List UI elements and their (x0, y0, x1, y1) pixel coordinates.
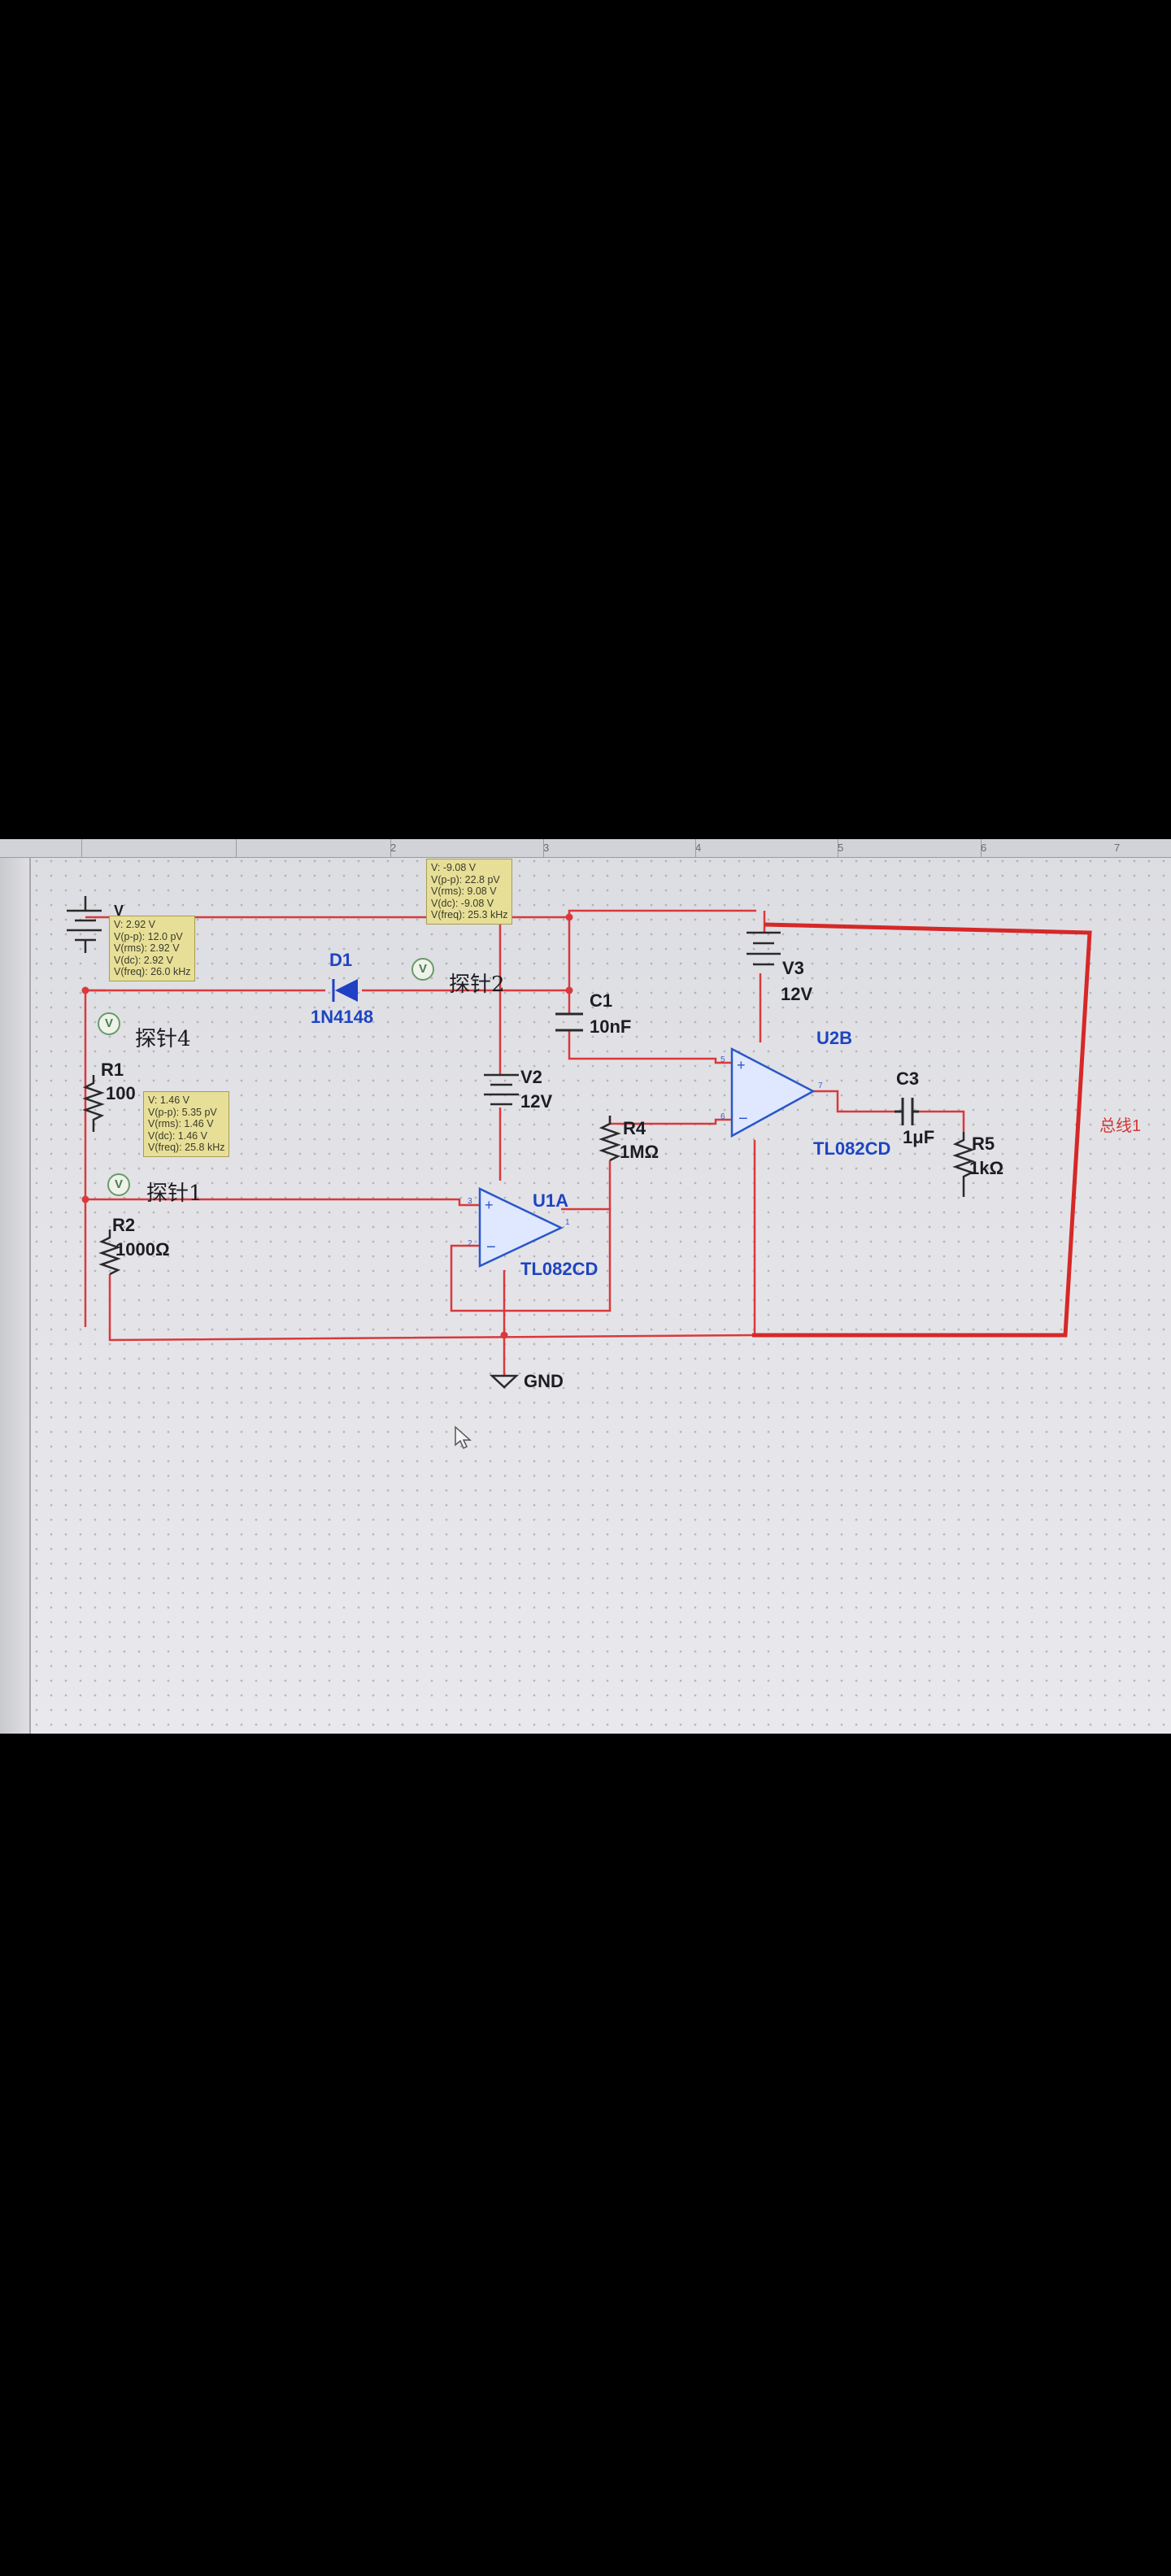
svg-text:+: + (485, 1197, 494, 1213)
battery-v2[interactable] (484, 1073, 519, 1106)
probe-readout-line: V(p-p): 12.0 pV (114, 930, 183, 942)
probe-readout-line: V(freq): 25.8 kHz (148, 1142, 225, 1153)
pin-number: 7 (818, 1081, 823, 1090)
junction-dots (81, 913, 573, 1339)
probe4-label: 探针4 (135, 1027, 191, 1051)
wire-c3-to-r5[interactable] (919, 1110, 965, 1132)
r5-value: 1kΩ (969, 1158, 1004, 1178)
probe-readout-line: V(dc): 1.46 V (148, 1129, 207, 1142)
probe-readout-line: V(dc): -9.08 V (431, 897, 494, 909)
resistor-r1[interactable] (82, 1075, 105, 1132)
ruler-number: 7 (1114, 842, 1121, 854)
ruler-tick (543, 839, 544, 857)
probe-readout-line: V: 2.92 V (114, 919, 155, 930)
probe-readout-line: V: -9.08 V (431, 862, 477, 873)
probe-icon[interactable]: V (411, 958, 434, 981)
battery-v3[interactable] (747, 931, 781, 966)
c3-label: C3 (896, 1068, 920, 1089)
ruler-number: 2 (390, 842, 397, 854)
d1-part-label: 1N4148 (311, 1007, 374, 1027)
u1a-part-label: TL082CD (520, 1259, 599, 1279)
resistor-r5[interactable] (952, 1132, 975, 1197)
svg-text:−: − (738, 1110, 748, 1128)
r1-label: R1 (101, 1060, 124, 1080)
capacitor-c3[interactable] (895, 1098, 919, 1125)
probe-readout-line: V(rms): 9.08 V (431, 886, 497, 897)
ruler-number: 5 (838, 842, 844, 854)
probe-readout-box: V: 1.46 V V(p-p): 5.35 pV V(rms): 1.46 V… (143, 1091, 230, 1157)
ruler-tick (695, 839, 696, 857)
mouse-cursor-icon (455, 1425, 472, 1450)
ground-symbol[interactable] (489, 1374, 520, 1389)
pin-number: 6 (720, 1112, 725, 1121)
probe-readout-line: V: 1.46 V (148, 1094, 189, 1106)
v3-value: 12V (781, 984, 813, 1004)
probe2-label: 探针2 (449, 973, 505, 997)
opamp-u2b[interactable]: + − (730, 1046, 816, 1138)
v2-value: 12V (520, 1091, 553, 1112)
resistor-r2[interactable] (98, 1229, 121, 1276)
diode-d1[interactable] (332, 979, 358, 1002)
ruler-number: 3 (543, 842, 550, 854)
svg-text:−: − (486, 1238, 496, 1256)
svg-text:+: + (737, 1057, 746, 1073)
probe-readout-line: V(rms): 1.46 V (148, 1118, 214, 1129)
pin-number: 5 (720, 1055, 725, 1064)
r2-label: R2 (112, 1215, 136, 1235)
ruler-tick (390, 839, 391, 857)
probe-readout-box: V: 2.92 V V(p-p): 12.0 pV V(rms): 2.92 V… (109, 916, 196, 981)
probe-readout-line: V(dc): 2.92 V (114, 954, 173, 966)
wire-u1a-feedback[interactable] (450, 1208, 612, 1312)
r1-value: 100 (106, 1083, 136, 1103)
probe1-label: 探针1 (146, 1181, 202, 1206)
top-ruler: 2 3 4 5 6 7 (0, 839, 1171, 858)
r5-label: R5 (972, 1134, 995, 1154)
gnd-label: GND (524, 1371, 564, 1391)
probe-icon[interactable]: V (107, 1173, 130, 1196)
probe-readout-line: V(freq): 26.0 kHz (114, 966, 191, 977)
v2-label: V2 (520, 1067, 542, 1087)
d1-label: D1 (329, 950, 353, 970)
ruler-tick (236, 839, 237, 857)
pin-number: 1 (565, 1218, 570, 1227)
probe-readout-line: V(p-p): 5.35 pV (148, 1106, 217, 1118)
ruler-tick (981, 839, 982, 857)
r2-value: 1000Ω (115, 1239, 170, 1260)
opamp-u1a[interactable]: + − (478, 1187, 564, 1268)
u2b-part-label: TL082CD (813, 1138, 891, 1159)
resistor-r4[interactable] (599, 1116, 621, 1162)
ruler-number: 6 (981, 842, 987, 854)
c1-value: 10nF (590, 1016, 632, 1037)
probe-readout-line: V(rms): 2.92 V (114, 942, 180, 954)
r4-label: R4 (623, 1118, 646, 1138)
ruler-number: 4 (695, 842, 702, 854)
probe-readout-line: V(freq): 25.3 kHz (431, 909, 508, 920)
probe-icon[interactable]: V (98, 1012, 120, 1035)
u2b-label: U2B (816, 1028, 853, 1048)
wire-probe1-to-u1a[interactable] (85, 1198, 480, 1207)
wire-bottom-rail[interactable] (108, 1274, 753, 1342)
bus-line[interactable] (752, 922, 1092, 1338)
pin-number: 3 (468, 1197, 472, 1206)
probe-readout-box: V: -9.08 V V(p-p): 22.8 pV V(rms): 9.08 … (426, 859, 513, 925)
probe-readout-line: V(p-p): 22.8 pV (431, 873, 500, 886)
v3-label: V3 (782, 958, 804, 978)
capacitor-c1[interactable] (555, 1012, 583, 1032)
r4-value: 1MΩ (620, 1142, 660, 1162)
battery-v1[interactable] (67, 896, 102, 953)
circuit-schematic: + − + − (67, 896, 1092, 1389)
schematic-dot-grid (0, 839, 1171, 1734)
c1-label: C1 (590, 990, 613, 1011)
pin-number: 2 (468, 1239, 472, 1248)
c3-value: 1μF (903, 1127, 935, 1147)
screenshot-photo: 2 3 4 5 6 7 (0, 839, 1171, 1734)
wire-u2b-output[interactable] (813, 1090, 895, 1113)
ruler-tick (81, 839, 82, 857)
bus-label: 总线1 (1099, 1117, 1142, 1135)
v1-label: V (114, 903, 124, 919)
wire-c1-to-u2b[interactable] (568, 1030, 732, 1064)
workspace-left-border (0, 839, 31, 1734)
u1a-label: U1A (533, 1190, 569, 1211)
